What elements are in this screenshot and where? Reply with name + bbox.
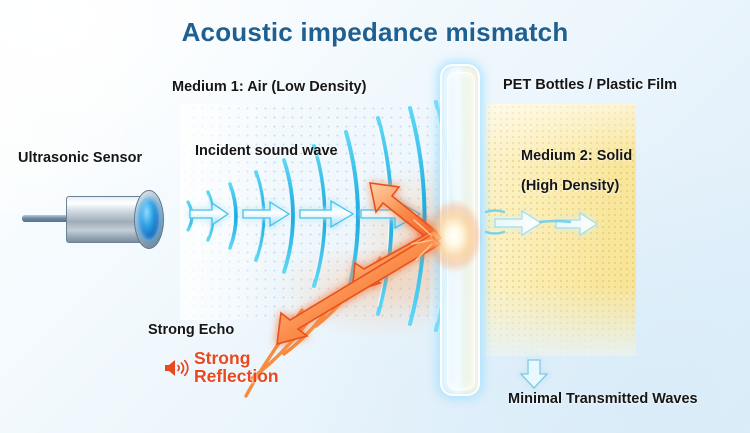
strong-reflection-text: Strong Reflection: [194, 348, 279, 386]
transmitted-wave-ticks: [484, 209, 572, 235]
strong-reflection-line2: Reflection: [194, 365, 279, 386]
medium2-solid-fade: [486, 104, 636, 356]
impact-hotspot: [408, 190, 482, 282]
label-incident-sound-wave: Incident sound wave: [195, 143, 338, 159]
label-strong-echo: Strong Echo: [148, 322, 235, 338]
label-medium-2-line1: Medium 2: Solid: [521, 148, 633, 164]
page-title: Acoustic impedance mismatch: [181, 17, 569, 47]
strong-reflection-callout: Strong Reflection: [163, 348, 279, 386]
label-ultrasonic-sensor: Ultrasonic Sensor: [18, 150, 143, 166]
sensor-lens: [139, 199, 159, 240]
speaker-loud-icon: [165, 359, 189, 377]
down-arrow-icon: [519, 359, 549, 389]
label-medium-2-line2: (High Density): [521, 178, 620, 194]
label-pet-bottles: PET Bottles / Plastic Film: [503, 77, 678, 93]
strong-reflection-line1: Strong: [194, 348, 251, 368]
transmitted-arrows: [494, 209, 599, 237]
sensor-body: [66, 196, 144, 243]
sensor-cable: [22, 215, 72, 222]
label-minimal-transmitted-waves: Minimal Transmitted Waves: [508, 391, 698, 407]
label-medium-1: Medium 1: Air (Low Density): [172, 79, 367, 95]
